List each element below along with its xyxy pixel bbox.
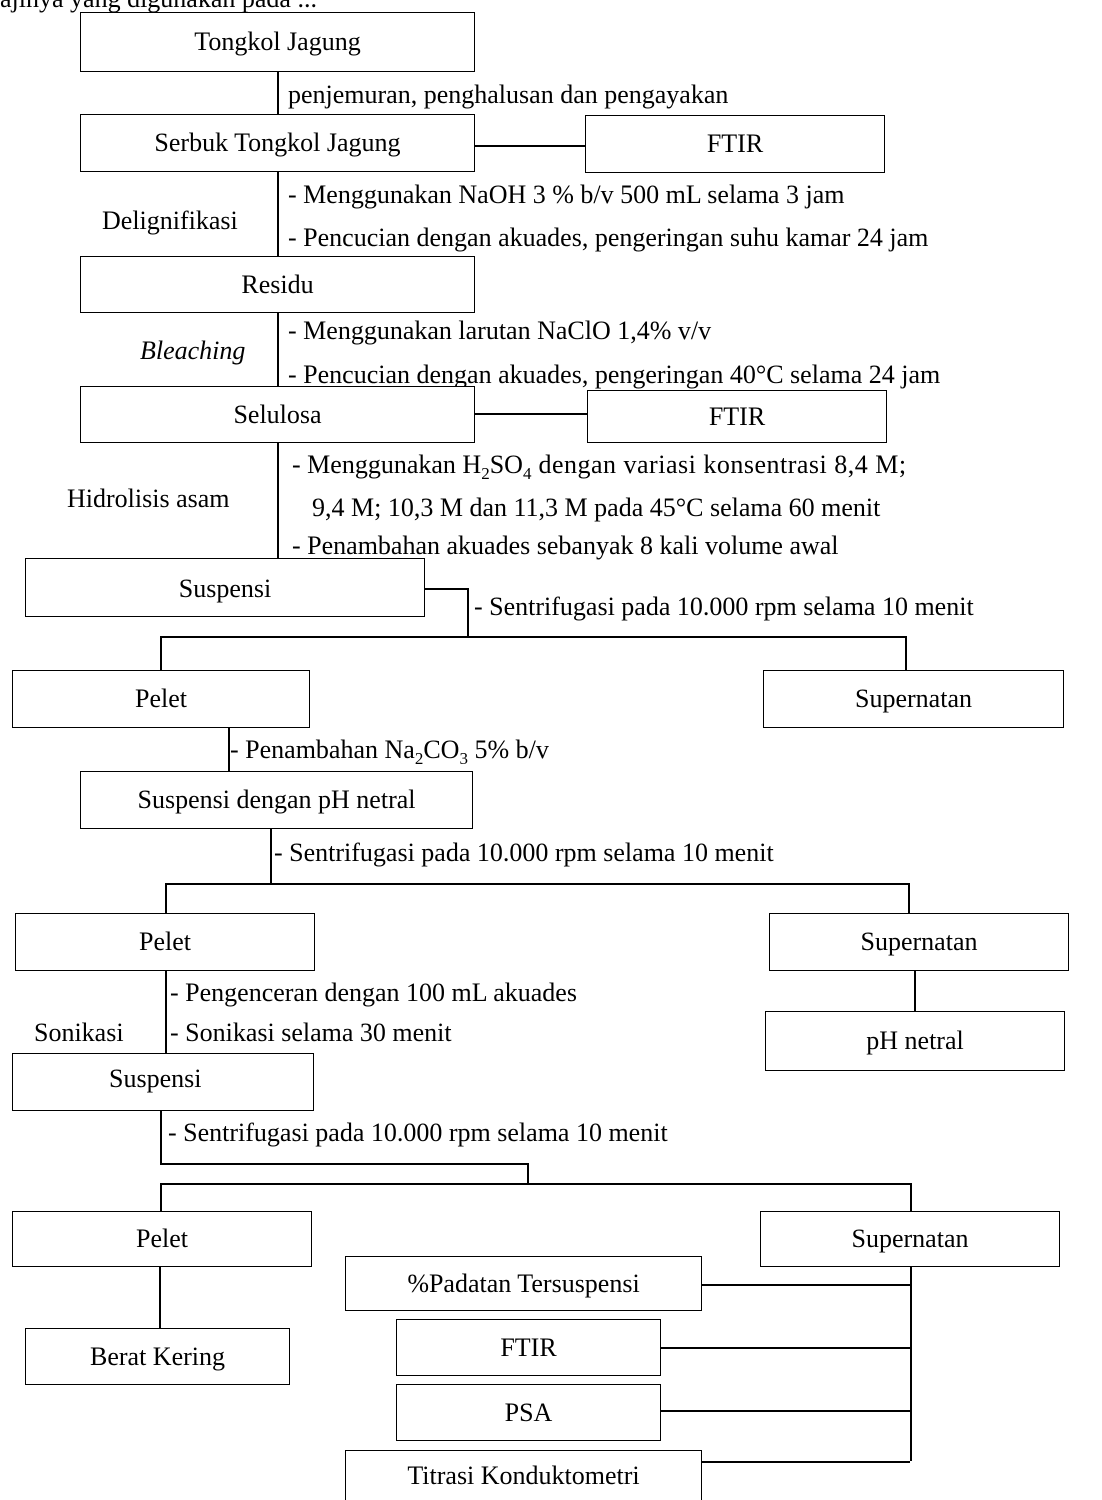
connector	[160, 1183, 162, 1211]
node-ftir-3: FTIR	[396, 1319, 661, 1376]
step-hidrolisis-3: - Penambahan akuades sebanyak 8 kali vol…	[292, 531, 839, 560]
header-fragment: ajinya yang digunakan pada ...	[0, 0, 317, 12]
node-label: FTIR	[706, 129, 764, 158]
step-sentrifugasi-3: - Sentrifugasi pada 10.000 rpm selama 10…	[168, 1118, 668, 1147]
node-ftir-2: FTIR	[587, 390, 887, 443]
connector	[277, 72, 279, 115]
connector	[159, 1267, 161, 1328]
step-delignifikasi-1: - Menggunakan NaOH 3 % b/v 500 mL selama…	[288, 180, 845, 209]
connector	[527, 1163, 529, 1183]
node-label: Pelet	[135, 684, 187, 713]
connector	[467, 588, 469, 636]
node-suspensi-ph-netral: Suspensi dengan pH netral	[80, 771, 473, 829]
node-label: Berat Kering	[89, 1341, 225, 1371]
connector	[277, 172, 279, 269]
connector	[277, 313, 279, 388]
step-penjemuran: penjemuran, penghalusan dan pengayakan	[288, 80, 729, 109]
step-sonikasi-2: - Sonikasi selama 30 menit	[170, 1018, 452, 1047]
connector	[910, 1267, 912, 1461]
connector	[160, 636, 907, 638]
node-residu: Residu	[80, 256, 475, 313]
step-bleaching-1: - Menggunakan larutan NaClO 1,4% v/v	[288, 316, 712, 345]
connector	[475, 145, 585, 147]
node-selulosa: Selulosa	[80, 386, 475, 443]
connector	[160, 1163, 528, 1165]
node-label: FTIR	[500, 1332, 557, 1362]
connector	[228, 728, 230, 771]
node-titrasi-konduktometri: Titrasi Konduktometri	[345, 1450, 702, 1500]
node-label: FTIR	[708, 401, 766, 431]
connector	[910, 1183, 912, 1211]
node-berat-kering: Berat Kering	[25, 1328, 290, 1385]
node-label: Supernatan	[855, 684, 972, 713]
node-tongkol-jagung: Tongkol Jagung	[80, 12, 475, 72]
node-label: pH netral	[866, 1026, 964, 1055]
node-label: Suspensi	[109, 1064, 202, 1093]
node-ftir-1: FTIR	[585, 115, 885, 173]
connector	[702, 1461, 910, 1463]
step-label-delignifikasi: Delignifikasi	[102, 206, 238, 235]
step-label-bleaching: Bleaching	[140, 336, 246, 365]
step-delignifikasi-2: - Pencucian dengan akuades, pengeringan …	[288, 223, 929, 252]
node-label: Supernatan	[860, 927, 978, 956]
connector	[702, 1284, 910, 1286]
node-padatan-tersuspensi: %Padatan Tersuspensi	[345, 1256, 702, 1311]
node-label: Residu	[241, 269, 314, 299]
connector	[905, 636, 907, 670]
step-hidrolisis-1: - Menggunakan H2SO4 dengan variasi konse…	[292, 450, 907, 484]
node-label: %Padatan Tersuspensi	[407, 1268, 640, 1298]
node-supernatan-1: Supernatan	[763, 670, 1064, 728]
node-suspensi-2: Suspensi	[12, 1053, 314, 1111]
connector	[908, 883, 910, 913]
node-label: Serbuk Tongkol Jagung	[154, 128, 401, 157]
node-label: PSA	[504, 1397, 553, 1427]
node-label: Titrasi Konduktometri	[407, 1460, 640, 1490]
node-label: Suspensi	[178, 574, 272, 603]
connector	[160, 1183, 912, 1185]
node-label: Pelet	[136, 1224, 188, 1253]
node-suspensi-1: Suspensi	[25, 558, 425, 617]
node-serbuk-tongkol: Serbuk Tongkol Jagung	[80, 114, 475, 172]
step-label-sonikasi: Sonikasi	[34, 1018, 124, 1047]
connector	[475, 413, 587, 415]
step-na2co3: - Penambahan Na2CO3 5% b/v	[230, 735, 549, 769]
step-sonikasi-1: - Pengenceran dengan 100 mL akuades	[170, 978, 577, 1007]
node-pelet-3: Pelet	[12, 1211, 312, 1267]
step-sentrifugasi-1: - Sentrifugasi pada 10.000 rpm selama 10…	[474, 592, 974, 621]
step-sentrifugasi-2: - Sentrifugasi pada 10.000 rpm selama 10…	[274, 838, 774, 867]
node-label: Pelet	[139, 927, 191, 956]
connector	[914, 971, 916, 1011]
connector	[270, 829, 272, 884]
connector	[160, 1111, 162, 1163]
node-supernatan-3: Supernatan	[760, 1211, 1060, 1267]
connector	[661, 1347, 910, 1349]
node-label: Tongkol Jagung	[194, 27, 361, 56]
node-ph-netral: pH netral	[765, 1011, 1065, 1071]
connector	[425, 588, 467, 590]
connector	[661, 1410, 910, 1412]
node-label: Supernatan	[851, 1224, 969, 1253]
step-label-hidrolisis: Hidrolisis asam	[67, 484, 230, 513]
step-bleaching-2: - Pencucian dengan akuades, pengeringan …	[288, 360, 941, 389]
node-pelet-2: Pelet	[15, 913, 315, 971]
step-hidrolisis-2: 9,4 M; 10,3 M dan 11,3 M pada 45°C selam…	[312, 493, 881, 522]
node-psa: PSA	[396, 1384, 661, 1441]
node-label: Suspensi dengan pH netral	[137, 785, 416, 814]
connector	[277, 443, 279, 558]
connector	[165, 971, 167, 1053]
node-supernatan-2: Supernatan	[769, 913, 1069, 971]
connector	[165, 883, 167, 913]
node-pelet-1: Pelet	[12, 670, 310, 728]
node-label: Selulosa	[233, 399, 322, 429]
connector	[160, 636, 162, 670]
connector	[165, 883, 910, 885]
